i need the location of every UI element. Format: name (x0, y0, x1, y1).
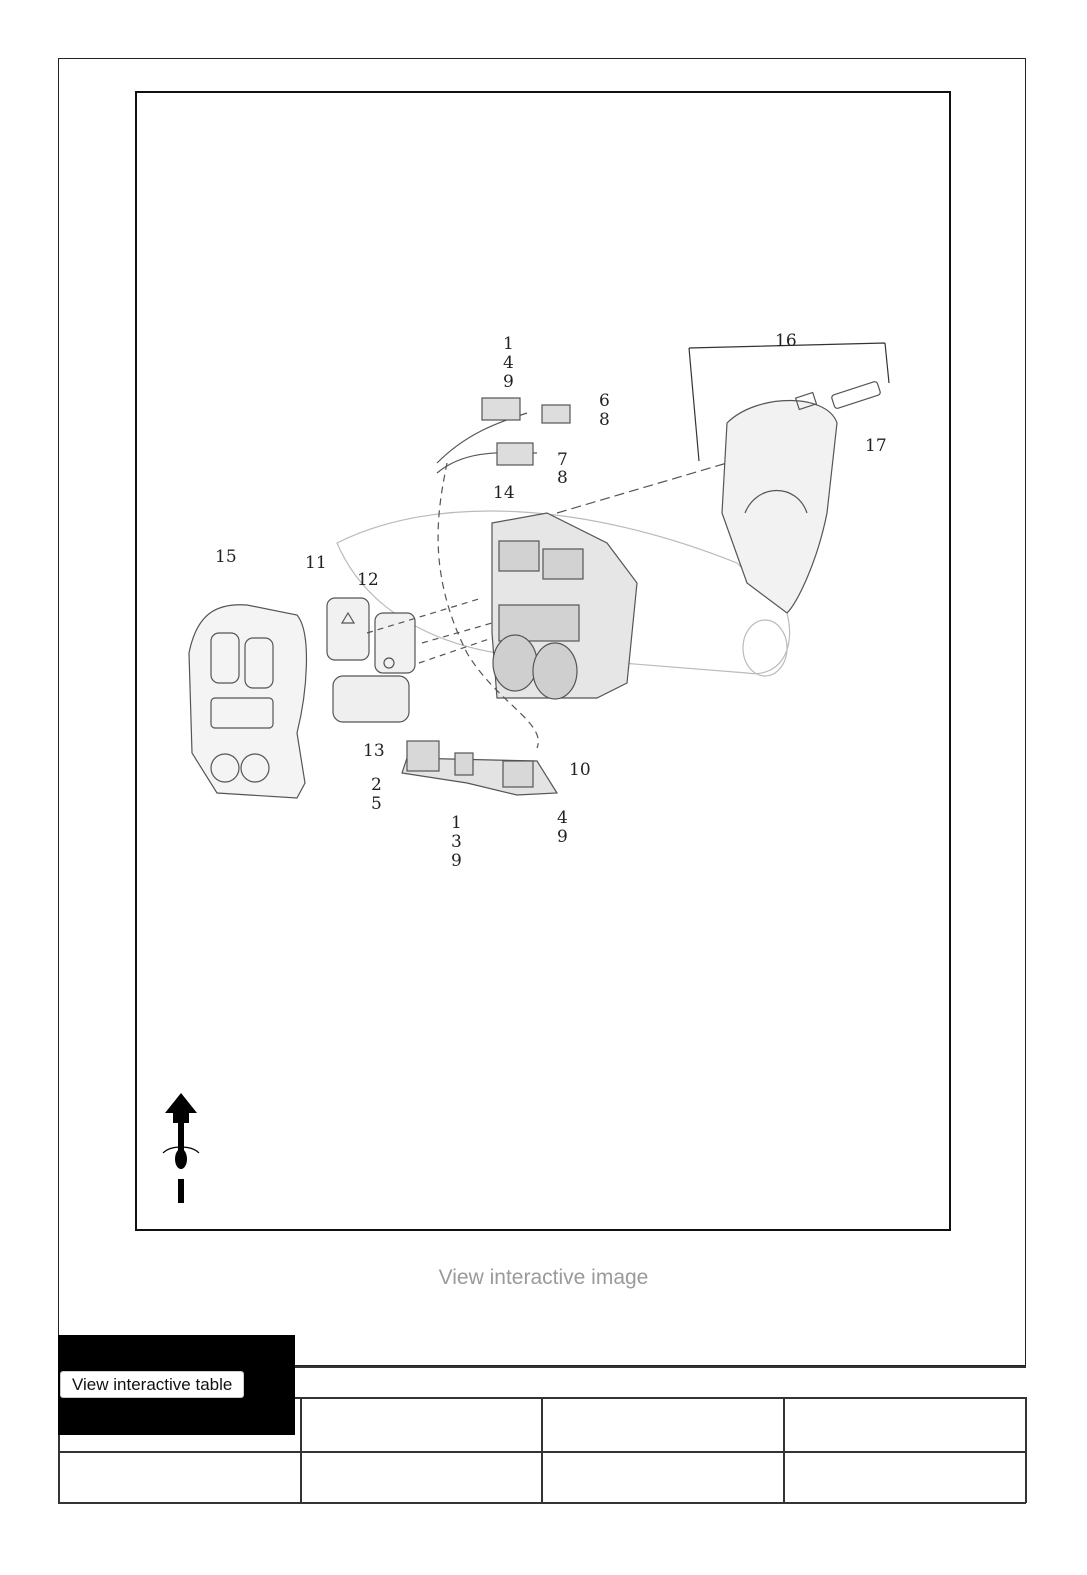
callout: 9 (451, 851, 462, 871)
start-switch-cap (374, 612, 416, 674)
callout-labels: 1 4 9 6 8 7 8 16 17 14 15 11 12 13 10 2 … (215, 331, 887, 871)
hazard-switch-cap (326, 597, 370, 661)
callout: 17 (865, 436, 887, 456)
table-col-border (300, 1397, 302, 1503)
callout: 1 (503, 334, 514, 354)
callout: 16 (775, 331, 797, 351)
motorcycle-forward-arrow-icon (162, 1093, 200, 1203)
callout: 5 (371, 794, 382, 814)
table-col-border (541, 1397, 543, 1503)
callout: 8 (557, 468, 568, 488)
right-housing-part (721, 400, 838, 614)
callout: 8 (599, 410, 610, 430)
callout: 10 (569, 760, 591, 780)
callout: 11 (305, 553, 327, 573)
table-col-border (783, 1397, 785, 1503)
callout: 7 (557, 450, 568, 470)
view-interactive-table-button[interactable]: View interactive table (60, 1371, 245, 1398)
document-frame (58, 58, 1026, 1366)
callout: 1 (451, 813, 462, 833)
view-interactive-image-link[interactable]: View interactive image (438, 1266, 649, 1289)
exploded-parts-diagram[interactable]: 1 4 9 6 8 7 8 16 17 14 15 11 12 13 10 2 … (135, 91, 951, 1231)
screw-part (831, 381, 881, 409)
callout: 6 (599, 391, 610, 411)
callout: 2 (371, 775, 382, 795)
callout: 9 (557, 827, 568, 847)
callout: 4 (557, 808, 568, 828)
callout: 12 (357, 570, 379, 590)
table-col-border (58, 1397, 60, 1503)
callout: 15 (215, 547, 237, 567)
callout: 13 (363, 741, 385, 761)
callout: 3 (451, 832, 462, 852)
callout: 4 (503, 353, 514, 373)
callout: 9 (503, 372, 514, 392)
left-housing-part (188, 604, 308, 799)
parts-illustration: 1 4 9 6 8 7 8 16 17 14 15 11 12 13 10 2 … (162, 331, 890, 1203)
table-top-border (295, 1366, 1026, 1368)
table-col-border (1025, 1397, 1027, 1503)
callout: 14 (493, 483, 515, 503)
turn-switch-cap (332, 675, 410, 723)
